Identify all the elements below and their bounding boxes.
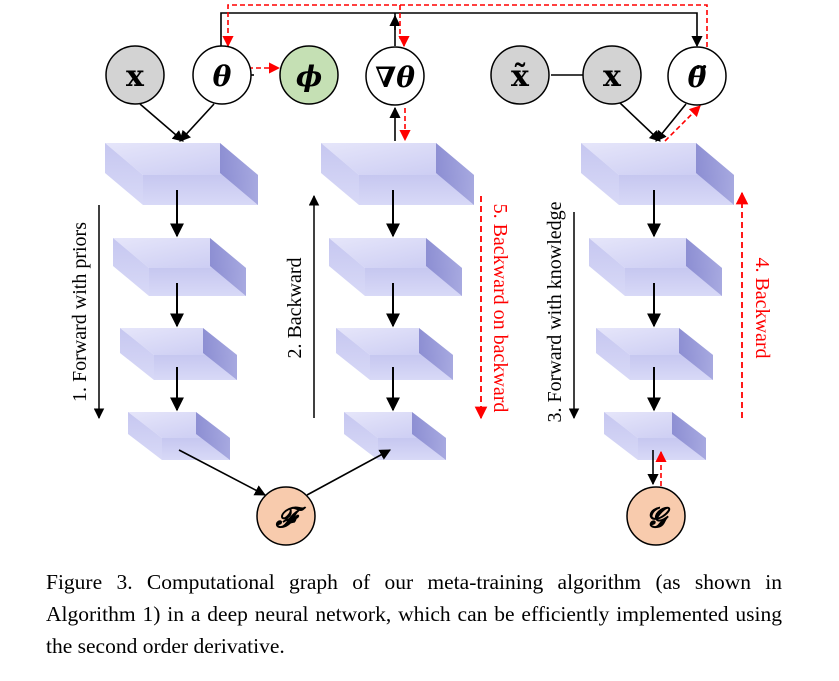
label-forward-priors: 1. Forward with priors — [69, 222, 91, 402]
computational-graph: x θ ϕ ∇θ x̃ x θ̈ 𝓕 𝓖 1. Forward with pri… — [69, 4, 773, 546]
layer-block-c1-2 — [113, 238, 246, 296]
input-arrows — [139, 69, 687, 496]
svg-text:∇θ: ∇θ — [375, 61, 415, 94]
label-backward: 2. Backward — [284, 257, 306, 358]
top-connector — [220, 12, 703, 48]
layer-block-c1-1 — [105, 143, 258, 205]
svg-text:x: x — [603, 59, 622, 94]
label-forward-knowledge: 3. Forward with knowledge — [544, 201, 566, 422]
node-x-right: x — [582, 45, 642, 105]
red-backward-paths — [222, 4, 708, 486]
node-theta-ddot: θ̈ — [667, 46, 727, 106]
node-F: 𝓕 — [256, 486, 316, 546]
layer-block-c3-1 — [581, 143, 734, 205]
svg-text:ϕ: ϕ — [296, 60, 322, 93]
svg-text:θ̈: θ̈ — [688, 61, 707, 94]
label-backward-on-backward: 5. Backward on backward — [489, 204, 511, 413]
layer-block-c3-2 — [589, 238, 722, 296]
layer-block-c1-4 — [128, 412, 230, 460]
label-backward-red: 4. Backward — [751, 257, 773, 358]
layer-block-c1-3 — [120, 328, 237, 380]
svg-text:x̃: x̃ — [511, 59, 530, 94]
node-theta: θ — [192, 45, 252, 105]
figure-caption: Figure 3. Computational graph of our met… — [46, 570, 782, 658]
layer-block-c3-3 — [596, 328, 713, 380]
layer-block-c2-3 — [336, 328, 453, 380]
layer-block-c2-4 — [344, 412, 446, 460]
forward-arrows — [170, 190, 661, 412]
node-G: 𝓖 — [626, 486, 686, 546]
svg-text:θ: θ — [213, 60, 232, 93]
node-x-tilde: x̃ — [490, 45, 550, 105]
layer-block-c3-4 — [604, 412, 706, 460]
svg-text:x: x — [126, 59, 145, 94]
node-grad-theta: ∇θ — [365, 46, 425, 106]
node-phi: ϕ — [279, 45, 339, 105]
layer-block-c2-1 — [321, 143, 474, 205]
layer-block-c2-2 — [329, 238, 462, 296]
node-x-left: x — [105, 45, 165, 105]
